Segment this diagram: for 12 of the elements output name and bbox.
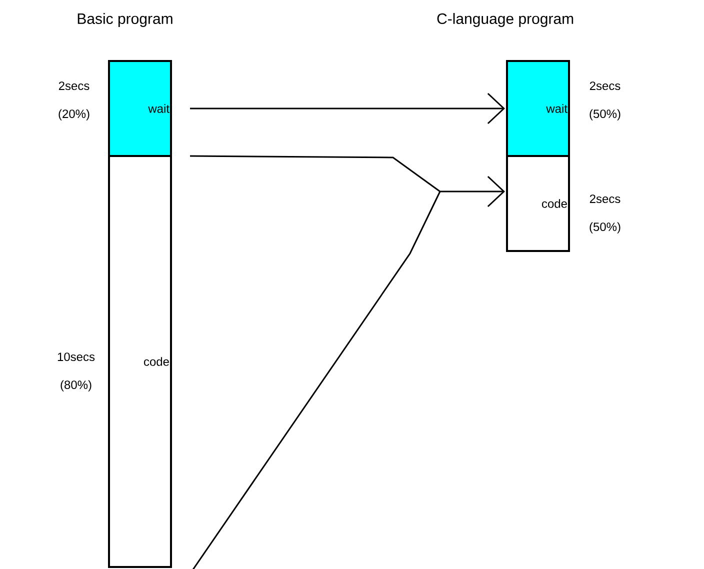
duration-label: 10secs (80%) — [58, 352, 95, 392]
code-segment: code — [506, 155, 570, 252]
duration-label: 2secs (50%) — [590, 82, 620, 120]
duration-label: 2secs (50%) — [590, 194, 620, 234]
column-heading: Basic program — [78, 13, 172, 27]
wait-segment: wait — [506, 60, 570, 157]
wait-segment: wait — [108, 60, 172, 157]
duration-label: 2secs (20%) — [58, 82, 90, 120]
arrow — [189, 155, 505, 569]
arrow — [190, 92, 505, 124]
code-segment: code — [108, 155, 172, 568]
column-heading: C-language program — [437, 13, 574, 27]
